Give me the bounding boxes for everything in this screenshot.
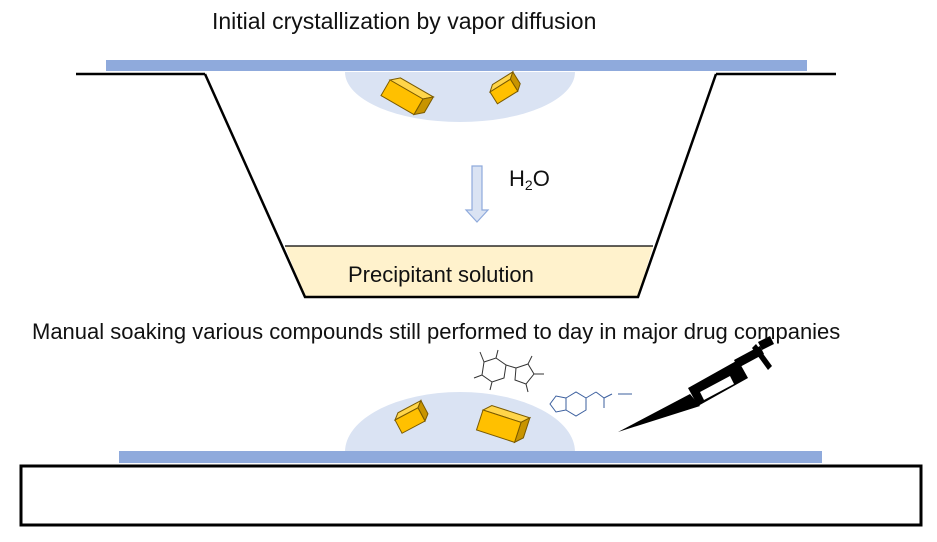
base-plate bbox=[19, 464, 923, 527]
well-walls bbox=[203, 73, 718, 299]
sitting-drop bbox=[345, 392, 575, 452]
water-label-h: H bbox=[509, 166, 525, 191]
bottom-cover-slip bbox=[119, 451, 822, 463]
hanging-drop bbox=[345, 72, 575, 122]
precipitant-label: Precipitant solution bbox=[348, 262, 534, 287]
amine-molecule-icon bbox=[549, 391, 632, 417]
water-label-o: O bbox=[532, 166, 550, 191]
crystal-icon bbox=[489, 70, 521, 105]
diagram-title: Initial crystallization by vapor diffusi… bbox=[212, 8, 597, 34]
precipitant-solution bbox=[285, 246, 653, 297]
sugar-molecule-icon bbox=[473, 349, 544, 393]
water-label-subscript: 2 bbox=[524, 177, 533, 193]
crystal-icon bbox=[380, 77, 435, 116]
soaking-caption: Manual soaking various compounds still p… bbox=[32, 319, 841, 344]
crystal-icon bbox=[475, 404, 532, 444]
pipette-icon bbox=[618, 336, 774, 432]
crystal-icon bbox=[394, 399, 429, 434]
water-vapor-label: H2O bbox=[509, 166, 550, 193]
top-cover-slip bbox=[106, 60, 807, 71]
vapor-arrow bbox=[464, 165, 490, 223]
